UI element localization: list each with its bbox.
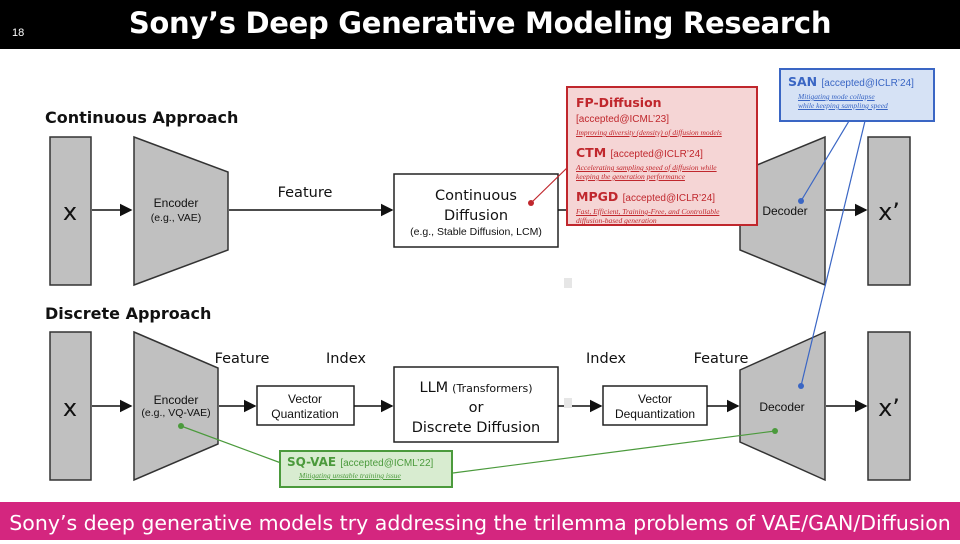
discrete-encoder [133, 330, 219, 482]
connector-blue-dot-1 [798, 198, 804, 204]
discrete-encoder-label: Encoder [154, 393, 199, 407]
san-callout: SAN [accepted@ICLR’24] Mitigating mode c… [779, 68, 935, 122]
sqvae-desc[interactable]: Mitigating unstable training issue [299, 471, 401, 480]
sqvae-tag: [accepted@ICML’22] [340, 458, 434, 469]
fp-diffusion-desc[interactable]: Improving diversity (density) of diffusi… [576, 128, 722, 137]
connector-red-dot [528, 200, 534, 206]
discrete-encoder-example: (e.g., VQ-VAE) [141, 407, 210, 419]
llm-line1: LLM(Transformers) [420, 380, 533, 396]
continuous-encoder-label: Encoder [154, 196, 199, 210]
connector-blue-1 [800, 120, 850, 202]
vdq-line2: Dequantization [615, 407, 695, 421]
connector-green-dot-2 [772, 428, 778, 434]
slide-title: Sony’s Deep Generative Modeling Research [128, 6, 832, 40]
continuous-input-label: x [63, 198, 77, 226]
vector-quantization-box [256, 385, 355, 426]
discrete-decoder [739, 330, 826, 482]
mpgd-tag: [accepted@ICLR’24] [622, 193, 716, 204]
continuous-diffusion-box [393, 173, 559, 248]
llm-box [393, 366, 559, 443]
mpgd-entry: MPGD [accepted@ICLR’24] Fast, Efficient,… [576, 189, 748, 225]
continuous-output-label: x’ [878, 198, 900, 226]
footer-banner: Sony’s deep generative models try addres… [0, 502, 960, 540]
llm-line3: Discrete Diffusion [412, 420, 541, 436]
san-name: SAN [788, 74, 818, 89]
continuous-feature-label: Feature [278, 185, 333, 201]
discrete-input-label: x [63, 394, 77, 422]
ctm-name: CTM [576, 145, 607, 160]
continuous-encoder-example: (e.g., VAE) [151, 212, 202, 224]
discrete-section-label: Discrete Approach [45, 304, 211, 323]
discrete-feature-label-left: Feature [215, 351, 270, 367]
faint-marker [564, 278, 572, 288]
discrete-output-label: x’ [878, 394, 900, 422]
connector-blue-dot-2 [798, 383, 804, 389]
diffusion-example: (e.g., Stable Diffusion, LCM) [410, 226, 542, 238]
connector-green-dot-1 [178, 423, 184, 429]
header-bar: 18 Sony’s Deep Generative Modeling Resea… [0, 0, 960, 49]
sqvae-name: SQ-VAE [287, 455, 337, 469]
discrete-index-label-left: Index [326, 351, 366, 367]
continuous-encoder [133, 135, 229, 287]
san-tag: [accepted@ICLR’24] [821, 78, 914, 89]
continuous-input-block [49, 136, 92, 286]
discrete-output-block [867, 331, 911, 481]
vector-dequantization-box [602, 385, 708, 426]
fp-diffusion-tag: [accepted@ICML’23] [576, 114, 669, 125]
connector-green-1 [180, 425, 282, 464]
ctm-tag: [accepted@ICLR’24] [610, 149, 703, 160]
diffusion-line2: Diffusion [444, 208, 508, 224]
continuous-section-label: Continuous Approach [45, 108, 238, 127]
llm-line2: or [469, 400, 484, 416]
discrete-decoder-label: Decoder [759, 400, 804, 414]
vq-line2: Quantization [271, 407, 338, 421]
discrete-feature-label-right: Feature [694, 351, 749, 367]
vdq-line1: Vector [638, 392, 672, 406]
sqvae-callout: SQ-VAE [accepted@ICML’22] Mitigating uns… [279, 450, 453, 488]
continuous-output-block [867, 136, 911, 286]
connector-red [530, 164, 571, 204]
discrete-index-label-right: Index [586, 351, 626, 367]
ctm-entry: CTM [accepted@ICLR’24] Accelerating samp… [576, 145, 748, 181]
diffusion-research-callout: FP-Diffusion [accepted@ICML’23] Improvin… [566, 86, 758, 226]
slide-number: 18 [12, 27, 25, 39]
faint-marker [564, 398, 572, 408]
fp-diffusion-name: FP-Diffusion [576, 95, 662, 110]
connector-blue-2 [800, 120, 866, 387]
mpgd-name: MPGD [576, 189, 619, 204]
ctm-desc[interactable]: Accelerating sampling speed of diffusion… [576, 163, 717, 181]
connector-green-2 [452, 430, 776, 474]
mpgd-desc[interactable]: Fast, Efficient, Training-Free, and Cont… [576, 207, 720, 225]
diffusion-line1: Continuous [435, 188, 517, 204]
continuous-decoder-label: Decoder [762, 204, 807, 218]
discrete-input-block [49, 331, 92, 481]
fp-diffusion-entry: FP-Diffusion [accepted@ICML’23] Improvin… [576, 95, 748, 137]
vq-line1: Vector [288, 392, 322, 406]
